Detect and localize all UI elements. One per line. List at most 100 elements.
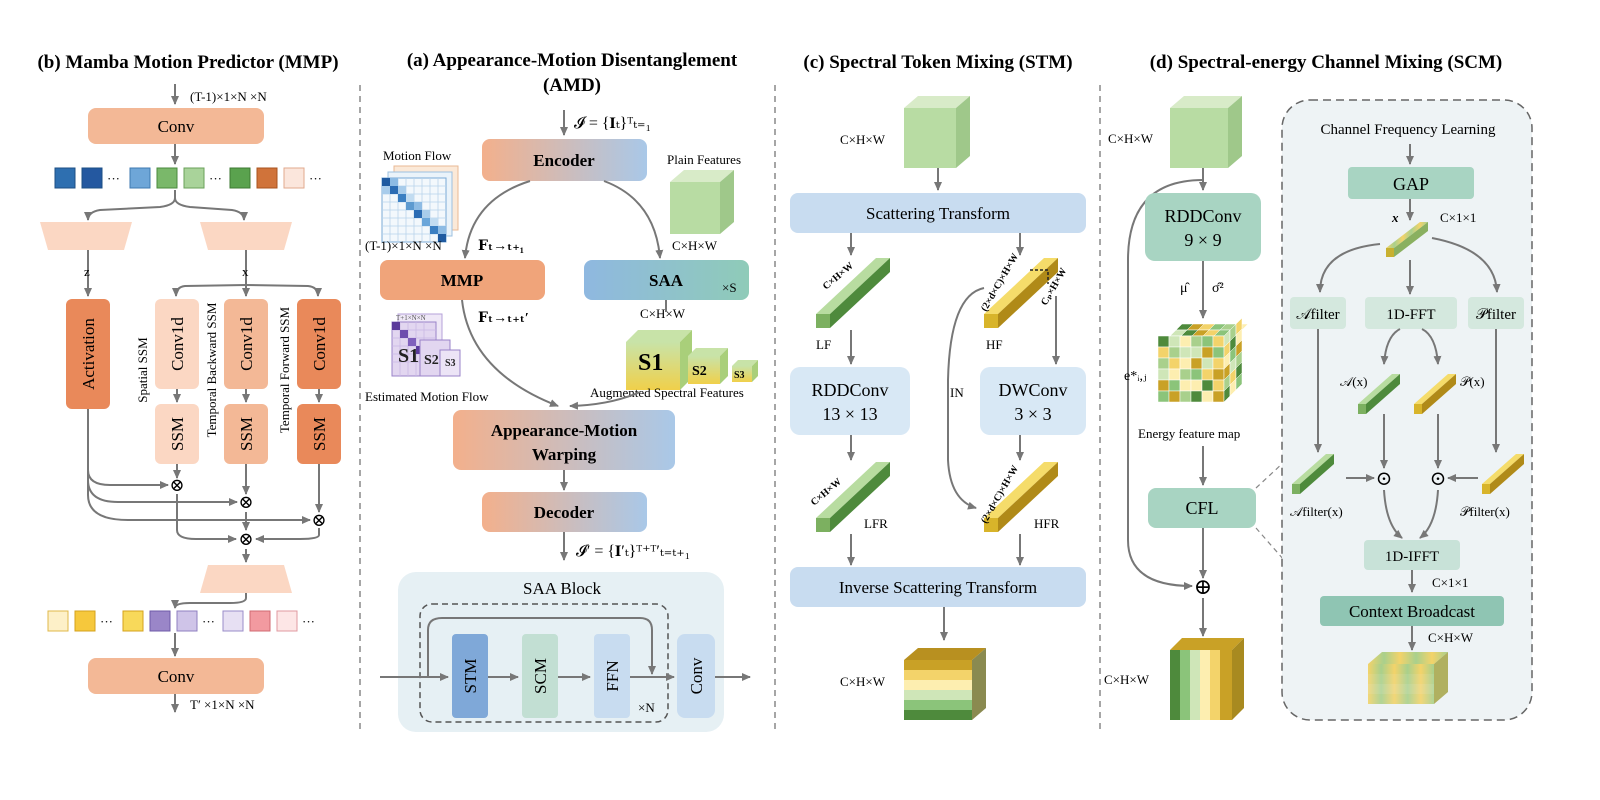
conv1d-label: Conv1d: [168, 317, 187, 371]
saa-scm: [522, 634, 558, 718]
mmp-token-row-bottom: ··· ··· ···: [47, 610, 315, 632]
stm-lfr-bar: [816, 462, 890, 532]
mmp-conv1d-spatial: [155, 299, 199, 389]
amd-decoder-label: Decoder: [534, 503, 595, 522]
scm-rddconv: [1145, 193, 1261, 261]
cfl-title: Channel Frequency Learning: [1321, 122, 1496, 138]
estimated-tiny-label: T+1×N×N: [396, 314, 426, 322]
odot-icon: ⊙: [1376, 468, 1393, 490]
amd-encoder-label: Encoder: [533, 151, 595, 170]
scm-output-dim: C×H×W: [1104, 672, 1150, 687]
mmp-temporal-backward-label: Temporal Backward SSM: [204, 302, 219, 437]
amd-encoder: [482, 139, 647, 181]
augmented-spectral-cubes: S1 S2 S3: [626, 330, 758, 390]
estimated-flow-image: S1 S2 S3 T+1×N×N: [391, 313, 461, 377]
stm-input-dim: C×H×W: [840, 132, 886, 147]
stm-panel: (c) Spectral Token Mixing (STM) C×H×W Sc…: [790, 52, 1086, 720]
saa-ffn: [594, 634, 630, 718]
ellipsis: ···: [302, 614, 315, 629]
ellipsis: ···: [309, 171, 322, 186]
mmp-ssm-forward: [297, 404, 341, 464]
mmp-spatial-ssm-label: Spatial SSM: [135, 337, 150, 403]
mmp-linear-x: [200, 222, 292, 250]
cfl-fft: [1365, 297, 1457, 329]
stm-dwconv-k: 3 × 3: [1014, 404, 1051, 424]
cfl-p-filter-x: 𝒫filter(x): [1460, 504, 1510, 519]
scm-rddconv-label: RDDConv: [1164, 206, 1241, 226]
stm-inverse: [790, 567, 1086, 607]
energy-cell: [1157, 390, 1170, 403]
mmp-linear-out: [200, 565, 292, 593]
mmp-conv1d-backward: [224, 299, 268, 389]
energy-cell: [1190, 368, 1203, 381]
mmp-ssm-spatial: [155, 404, 199, 464]
scm-input-dim: C×H×W: [1108, 131, 1154, 146]
amd-mmp: [380, 260, 545, 300]
scm-title: (d) Spectral-energy Channel Mixing (SCM): [1150, 52, 1503, 73]
scm-cfl: [1148, 488, 1256, 528]
energy-cell: [1212, 357, 1225, 370]
amd-panel: (a) Appearance-Motion Disentanglement (A…: [365, 50, 758, 732]
conv1d-label: Conv1d: [237, 317, 256, 371]
energy-cell: [1201, 379, 1214, 392]
mmp-output-dim: T′ ×1×N ×N: [190, 697, 255, 712]
stm-lf-bar: [816, 258, 890, 328]
mmp-conv-bottom-label: Conv: [158, 667, 195, 686]
stm-dwconv-label: DWConv: [999, 380, 1068, 400]
stm-in-label: IN: [950, 385, 964, 400]
amd-saa: [584, 260, 749, 300]
energy-cell: [1179, 379, 1192, 392]
ssm-label: SSM: [237, 417, 256, 451]
ellipsis: ···: [202, 614, 215, 629]
amd-estimated-flow-label: 𝐅ₜ→ₜ₊ₜ′: [478, 311, 529, 326]
mmp-temporal-forward-label: Temporal Forward SSM: [277, 306, 292, 433]
energy-cell: [1168, 379, 1181, 392]
energy-cell: [1212, 335, 1225, 348]
mmp-conv1d-forward: [297, 299, 341, 389]
mmp-input-dim: (T-1)×1×N ×N: [190, 89, 267, 104]
cfl-a-filter-label: 𝒜filter: [1296, 307, 1339, 323]
mmp-linear-z: [40, 222, 132, 250]
energy-cell: [1157, 379, 1170, 392]
ellipsis: ···: [107, 171, 120, 186]
amd-warping-line2: Warping: [532, 445, 597, 464]
amd-plain-dim: C×H×W: [672, 238, 718, 253]
saa-scm-label: SCM: [531, 658, 550, 694]
amd-title-line2: (AMD): [543, 75, 601, 96]
energy-cell: [1190, 357, 1203, 370]
stm-lfr-label: LFR: [864, 516, 888, 531]
mmp-token-row-top: ··· ··· ···: [54, 167, 322, 189]
energy-cell: [1179, 390, 1192, 403]
cfl-ifft-label: 1D-IFFT: [1385, 549, 1439, 565]
odot-icon: ⊙: [1430, 468, 1447, 490]
mmp-ssm-backward: [224, 404, 268, 464]
cfl-a-filter: [1290, 297, 1346, 329]
otimes-icon: ⊗: [238, 529, 253, 549]
amd-motion-flow-label: Motion Flow: [383, 148, 452, 163]
plain-features-cube: [670, 170, 734, 234]
energy-cell: [1201, 368, 1214, 381]
saa-conv: [677, 634, 715, 718]
energy-cell: [1201, 346, 1214, 359]
scm-mu: μ̂: [1180, 281, 1191, 296]
ssm-label: SSM: [168, 417, 187, 451]
cfl-gap-label: GAP: [1393, 174, 1429, 194]
cfl-a-x: 𝒜(x): [1340, 374, 1367, 389]
cfl-p-filter-x-bar: [1482, 454, 1524, 494]
cfl-gap: [1348, 167, 1474, 199]
amd-flow-label: 𝐅ₜ→ₜ₊₁: [478, 239, 524, 254]
stm-rddconv-k: 13 × 13: [822, 404, 877, 424]
ellipsis: ···: [209, 171, 222, 186]
stm-rddconv: [790, 367, 910, 435]
amd-output-seq: 𝓘′ = {𝐈′ₜ}ᵀ⁺ᵀ′ₜ₌ₜ₊₁: [576, 543, 690, 560]
energy-cell: [1190, 346, 1203, 359]
amd-warping: [453, 410, 675, 470]
mmp-conv-top: [88, 108, 264, 144]
energy-cell: [1190, 379, 1203, 392]
energy-cell: [1168, 335, 1181, 348]
stm-scattering-label: Scattering Transform: [866, 204, 1010, 223]
saa-ffn-label: FFN: [603, 660, 622, 691]
energy-cell: [1190, 335, 1203, 348]
s1-label: S1: [638, 350, 663, 376]
motion-flow-image: [381, 165, 459, 243]
